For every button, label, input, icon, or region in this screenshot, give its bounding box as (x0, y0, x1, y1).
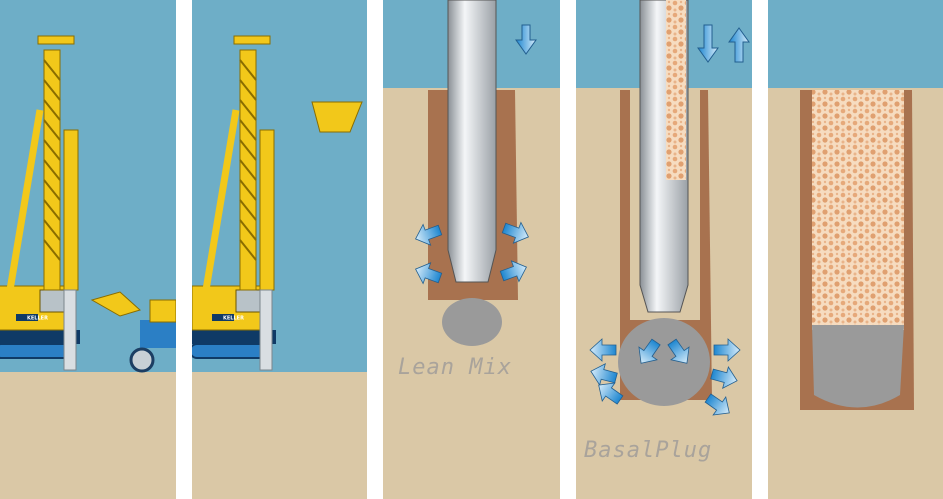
panel-divider (367, 0, 383, 499)
panel-2-gravel-loading: KELLER (190, 0, 367, 499)
basal-plug-label: BasalPlug (584, 438, 712, 463)
panel-divider (752, 0, 768, 499)
gravel-column (812, 90, 904, 330)
basal-plug-grout (618, 318, 710, 406)
ground (192, 372, 367, 499)
panel-divider (176, 0, 192, 499)
arrow-down-icon (697, 24, 719, 63)
arrow-down-icon (515, 24, 537, 55)
vibrator-probe (447, 0, 497, 283)
gravel-skip-icon (311, 101, 363, 133)
panel-5-finished-column (768, 0, 943, 499)
basal-plug-grout (812, 325, 904, 408)
gravel-feed-tube (666, 0, 686, 180)
panel-4-basal-plug: BasalPlug (576, 0, 752, 499)
sky (768, 0, 943, 88)
rig-logo: KELLER (223, 316, 244, 322)
panel-1-rig-positioning: KELLER (0, 0, 177, 499)
lean-mix-label: Lean Mix (398, 355, 512, 380)
panel-divider (560, 0, 576, 499)
panel-3-lean-mix: Lean Mix (383, 0, 560, 499)
lean-mix-grout (442, 298, 502, 346)
ground (0, 372, 176, 499)
rig-logo: KELLER (27, 316, 48, 322)
wheel-loader-icon (90, 291, 177, 373)
arrow-up-icon (728, 27, 750, 63)
